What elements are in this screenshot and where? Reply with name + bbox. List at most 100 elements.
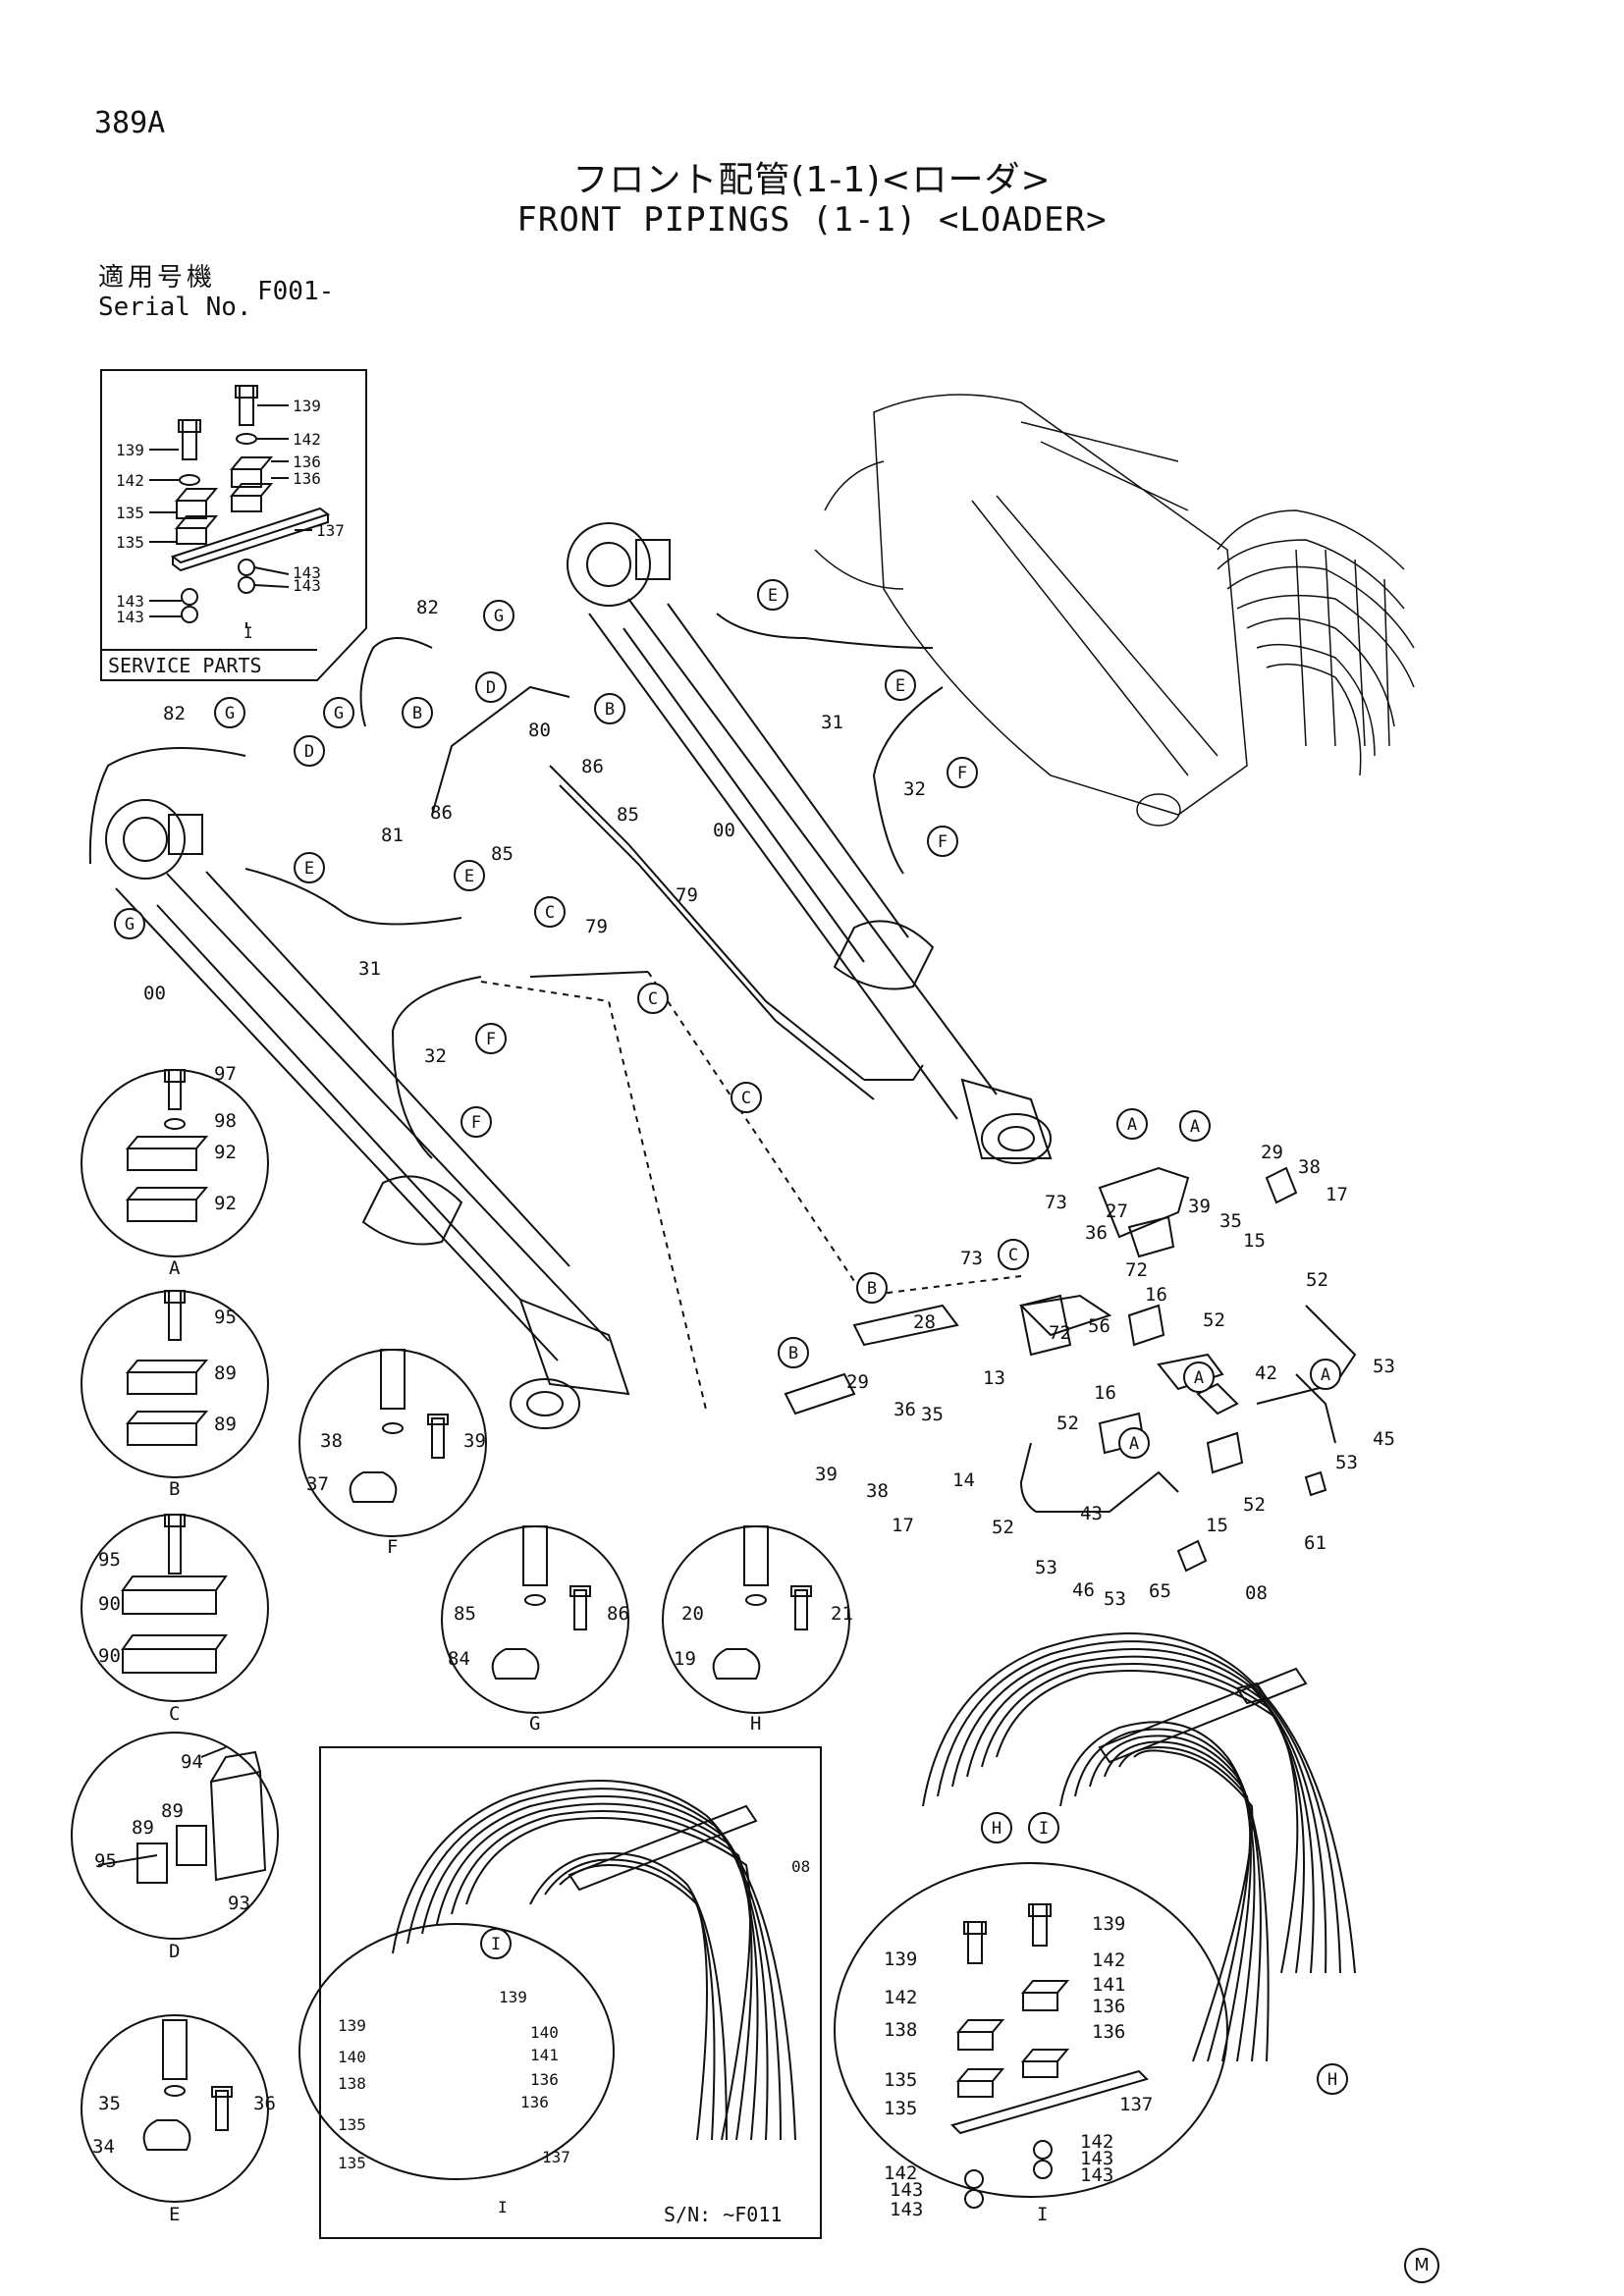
detail-circle-F: [298, 1349, 487, 1537]
serial-label: Serial No.: [98, 293, 252, 322]
detail-caption-H: H: [750, 1713, 761, 1735]
svg-text:14: 14: [952, 1469, 975, 1491]
svg-text:08: 08: [1245, 1582, 1268, 1604]
svg-text:53: 53: [1335, 1452, 1358, 1473]
svg-text:139: 139: [338, 2016, 366, 2035]
svg-text:39: 39: [463, 1430, 486, 1452]
callout-D: D: [304, 742, 314, 762]
detail-caption-B: B: [169, 1478, 180, 1500]
svg-text:142: 142: [1092, 1949, 1125, 1971]
svg-text:139: 139: [884, 1949, 917, 1970]
svg-text:45: 45: [1373, 1428, 1395, 1450]
svg-text:19: 19: [674, 1648, 696, 1670]
svg-text:140: 140: [338, 2048, 366, 2066]
svg-text:56: 56: [1088, 1315, 1110, 1337]
callout-A: A: [1127, 1115, 1137, 1135]
svg-text:85: 85: [617, 804, 639, 826]
svg-text:135: 135: [116, 533, 144, 552]
svg-text:61: 61: [1304, 1532, 1326, 1554]
svg-text:28: 28: [913, 1311, 936, 1333]
detail-circle-G: [441, 1525, 629, 1714]
svg-text:141: 141: [1092, 1974, 1125, 1996]
inset-serial: S/N: ~F011: [664, 2203, 782, 2226]
boom-cylinder-right: [567, 522, 1053, 1164]
svg-text:42: 42: [1255, 1362, 1277, 1384]
svg-text:79: 79: [585, 916, 608, 937]
svg-text:94: 94: [181, 1751, 203, 1773]
svg-text:53: 53: [1035, 1557, 1057, 1578]
svg-text:79: 79: [676, 884, 698, 906]
detail-circle-C: [81, 1514, 269, 1702]
svg-text:142: 142: [1080, 2131, 1113, 2153]
detail-circle-D: [71, 1732, 279, 1940]
svg-text:39: 39: [1188, 1196, 1211, 1217]
callout-E: E: [895, 676, 905, 696]
svg-text:65: 65: [1149, 1580, 1171, 1602]
svg-text:136: 136: [530, 2070, 559, 2089]
svg-text:143: 143: [890, 2179, 923, 2201]
svg-text:85: 85: [454, 1603, 476, 1625]
svg-text:143: 143: [1080, 2148, 1113, 2169]
detail-caption-E: E: [169, 2204, 180, 2225]
svg-text:I: I: [244, 623, 253, 642]
svg-text:138: 138: [338, 2074, 366, 2093]
callout-letters: [114, 579, 1348, 2095]
callout-G: G: [125, 915, 135, 934]
callout-A: A: [1129, 1434, 1139, 1454]
svg-text:08: 08: [791, 1857, 810, 1876]
callout-F: F: [486, 1030, 496, 1049]
callout-G: G: [225, 704, 235, 723]
svg-text:89: 89: [214, 1414, 237, 1435]
svg-text:82: 82: [163, 703, 186, 724]
svg-text:139: 139: [116, 441, 144, 459]
svg-text:52: 52: [1306, 1269, 1328, 1291]
svg-text:140: 140: [530, 2023, 559, 2042]
svg-text:73: 73: [1045, 1192, 1067, 1213]
svg-text:36: 36: [253, 2093, 276, 2114]
callout-B: B: [867, 1279, 877, 1299]
svg-text:80: 80: [528, 720, 551, 741]
svg-text:38: 38: [320, 1430, 343, 1452]
svg-text:95: 95: [98, 1549, 121, 1571]
svg-text:17: 17: [892, 1515, 914, 1536]
detail-caption-D: D: [169, 1941, 180, 1962]
svg-text:13: 13: [983, 1367, 1005, 1389]
callout-G: G: [334, 704, 344, 723]
svg-text:35: 35: [98, 2093, 121, 2114]
fittings-cluster: [784, 1166, 1357, 1573]
callout-I: I: [1039, 1819, 1049, 1839]
callout-G: G: [494, 607, 504, 626]
svg-text:139: 139: [293, 397, 321, 415]
detail-circle-B: [81, 1290, 269, 1478]
svg-text:53: 53: [1373, 1356, 1395, 1377]
svg-text:36: 36: [1085, 1222, 1108, 1244]
svg-text:138: 138: [884, 2019, 917, 2041]
lower-right-labels: 139 139 142 142 141 138 136 136 135 135 …: [884, 1913, 1153, 2225]
svg-text:15: 15: [1243, 1230, 1266, 1252]
inset-box: [298, 1746, 822, 2239]
detail-caption-C: C: [169, 1703, 180, 1725]
callout-A: A: [1321, 1365, 1330, 1385]
page-title: FRONT PIPINGS (1-1) <LOADER>: [516, 200, 1108, 240]
svg-text:16: 16: [1145, 1284, 1167, 1306]
svg-text:15: 15: [1206, 1515, 1228, 1536]
svg-text:86: 86: [581, 756, 604, 777]
callout-C: C: [1008, 1246, 1018, 1265]
detail-caption-F: F: [387, 1536, 398, 1558]
corner-mark: M: [1404, 2248, 1439, 2283]
svg-text:143: 143: [293, 576, 321, 595]
page-code: 389A: [94, 106, 166, 140]
callout-B: B: [788, 1344, 798, 1363]
svg-text:137: 137: [542, 2148, 570, 2166]
svg-text:I: I: [1037, 2204, 1048, 2225]
svg-text:95: 95: [94, 1850, 117, 1872]
callout-C: C: [545, 903, 555, 923]
svg-text:135: 135: [338, 2115, 366, 2134]
callout-E: E: [304, 859, 314, 879]
svg-text:37: 37: [306, 1473, 329, 1495]
svg-text:136: 136: [1092, 2021, 1125, 2043]
callout-E: E: [464, 867, 474, 886]
svg-text:82: 82: [416, 597, 439, 618]
callout-A: A: [1194, 1368, 1204, 1388]
svg-text:00: 00: [713, 820, 735, 841]
